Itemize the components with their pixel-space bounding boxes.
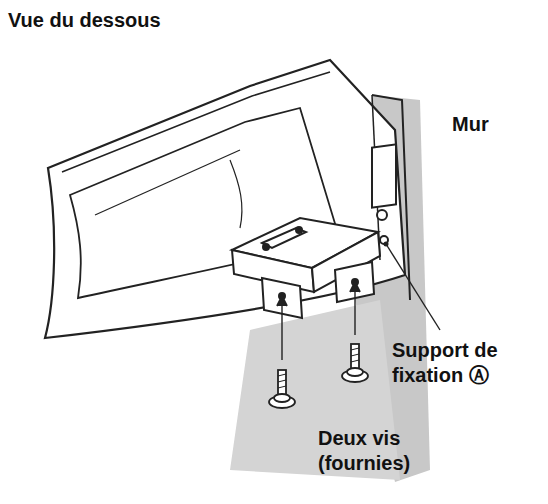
screw <box>342 282 368 382</box>
part-label: Deux vis (fournies) <box>318 426 468 476</box>
leader-dot <box>384 242 389 247</box>
wall-label: Mur <box>452 112 532 137</box>
tv-bottom-panel <box>70 108 340 298</box>
part-label: Support de fixation Ⓐ <box>392 338 542 388</box>
tv-cabinet <box>45 60 405 338</box>
leader-line <box>386 244 440 330</box>
screw <box>269 296 295 408</box>
tv-edge <box>62 72 330 172</box>
tv-groove <box>230 160 242 228</box>
view-caption: Vue du dessous <box>8 8 228 33</box>
mounting-bracket <box>232 144 396 318</box>
tv-groove <box>95 150 240 215</box>
